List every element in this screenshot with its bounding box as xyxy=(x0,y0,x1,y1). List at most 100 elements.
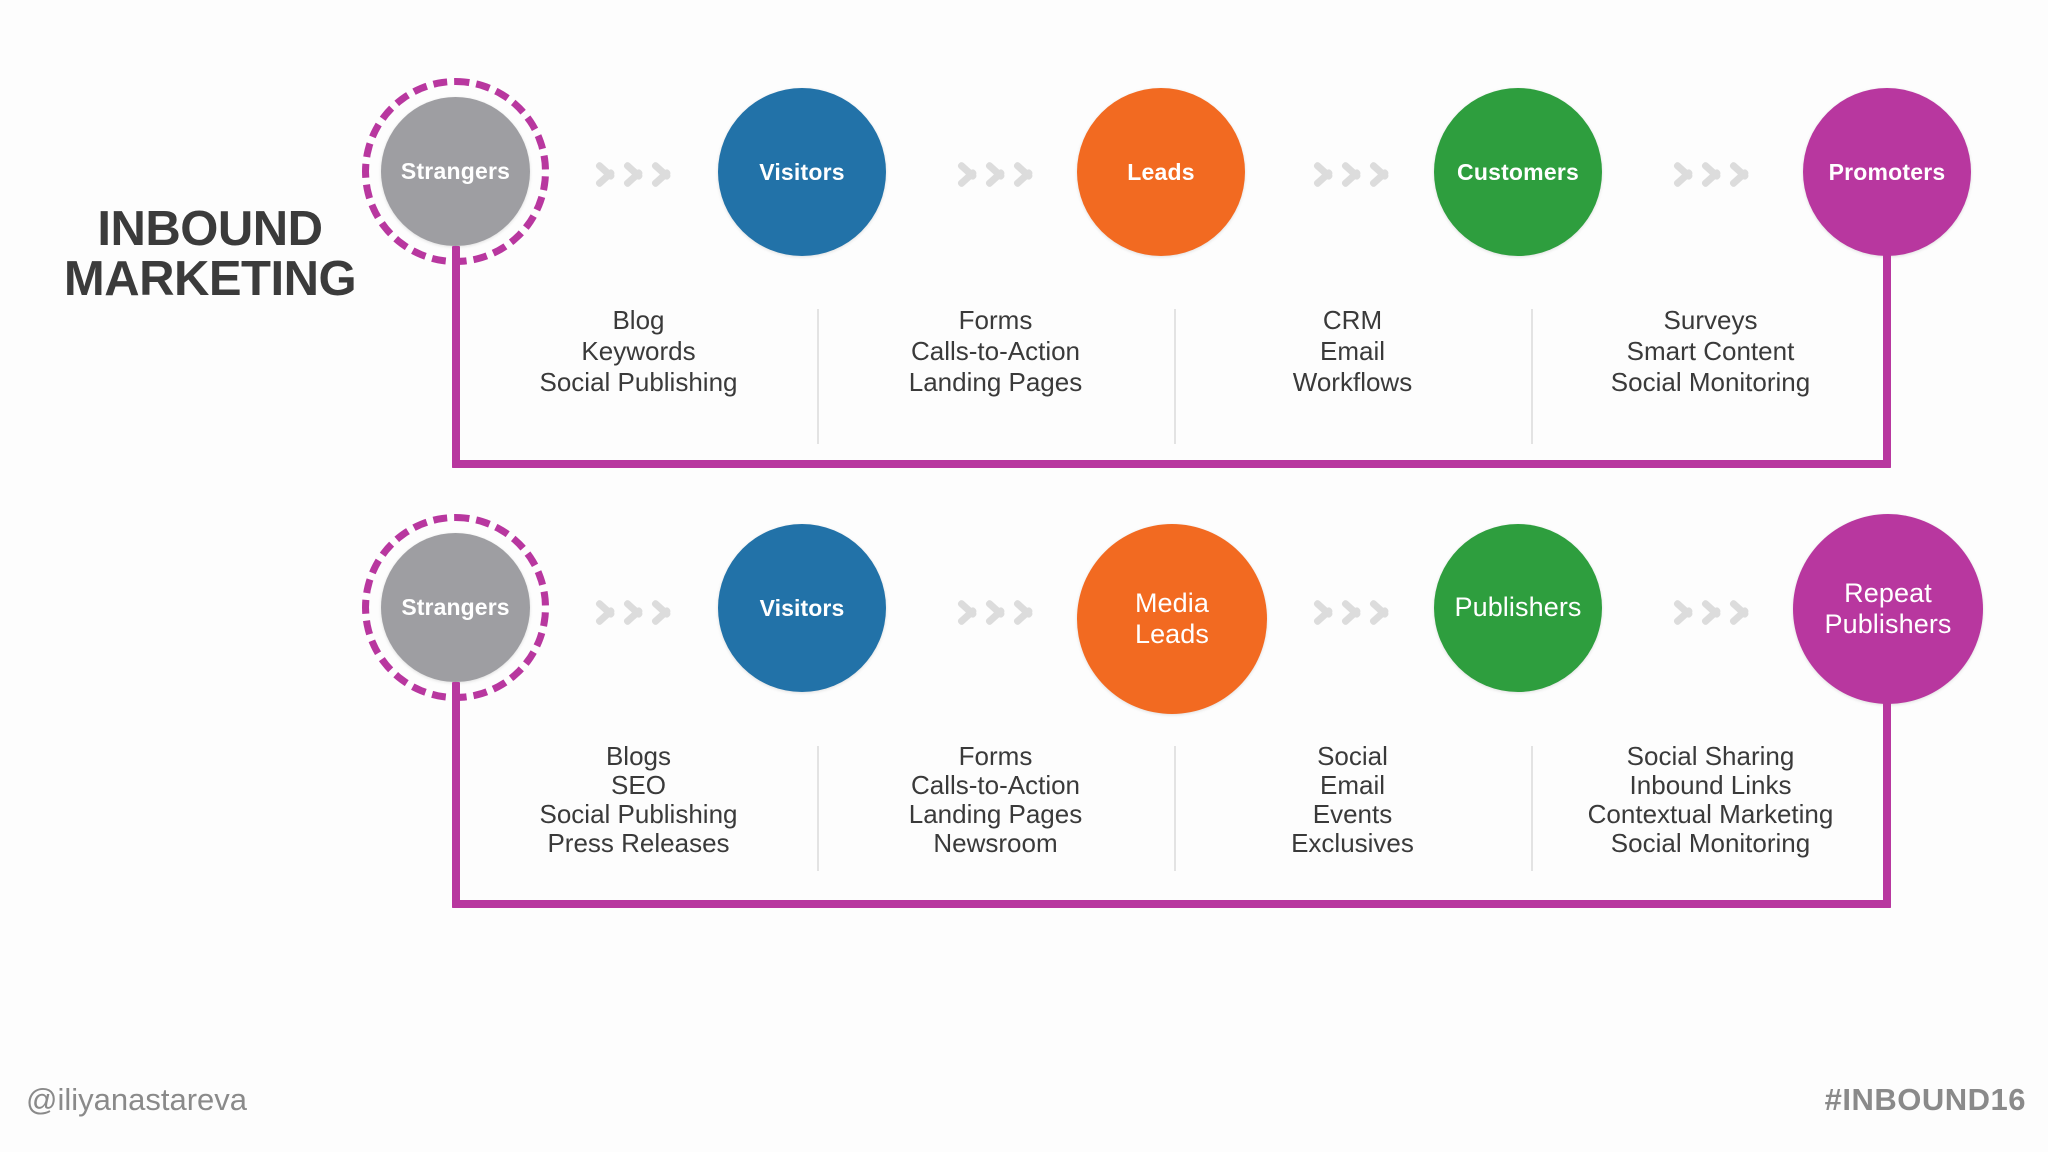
bracket-bottom-rail-row2 xyxy=(452,900,1891,908)
chevron-right-icon xyxy=(983,150,1009,194)
tactic-item: Smart Content xyxy=(1626,336,1795,366)
chevron-right-icon xyxy=(1727,150,1753,194)
stage-label: Publishers xyxy=(1454,592,1582,623)
tactic-item: Forms xyxy=(958,741,1033,771)
chevron-right-icon xyxy=(1671,150,1697,194)
column-divider xyxy=(1174,309,1176,444)
tactic-item: Blogs xyxy=(605,741,672,771)
tactic-item: Landing Pages xyxy=(908,367,1083,397)
chevron-group-3-row1 xyxy=(1311,150,1393,194)
tactic-item: Events xyxy=(1312,799,1393,829)
stage-node-promoters-row1[interactable]: Promoters xyxy=(1803,88,1971,256)
stage-label: Customers xyxy=(1457,158,1579,185)
tactic-item: SEO xyxy=(611,770,666,800)
chevron-group-4-row2 xyxy=(1671,588,1753,632)
tactic-item: Contextual Marketing xyxy=(1587,799,1834,829)
chevron-right-icon xyxy=(1699,588,1725,632)
tactic-item: Press Releases xyxy=(547,828,730,858)
column-divider xyxy=(817,746,819,871)
tactic-item: Social Monitoring xyxy=(1610,828,1811,858)
tactic-item: CRM xyxy=(1322,305,1383,335)
chevron-right-icon xyxy=(1367,588,1393,632)
stage-node-media-leads-row2[interactable]: Media Leads xyxy=(1077,524,1267,714)
column-divider xyxy=(1531,746,1533,871)
stage-label: Visitors xyxy=(759,594,845,621)
chevron-group-1-row2 xyxy=(593,588,675,632)
stage-node-publishers-row2[interactable]: Publishers xyxy=(1434,524,1602,692)
stage-node-visitors-row1[interactable]: Visitors xyxy=(718,88,886,256)
chevron-right-icon xyxy=(1367,150,1393,194)
chevron-right-icon xyxy=(1011,588,1037,632)
tactic-column: CRM Email Workflows xyxy=(1174,305,1531,444)
tactic-column: Forms Calls-to-Action Landing Pages News… xyxy=(817,741,1174,871)
bracket-bottom-rail-row1 xyxy=(452,460,1891,468)
stage-label: Strangers xyxy=(401,594,510,621)
column-divider xyxy=(1531,309,1533,444)
tactic-item: Keywords xyxy=(581,336,696,366)
stage-label: Leads xyxy=(1127,158,1195,185)
tactic-column: Surveys Smart Content Social Monitoring xyxy=(1531,305,1890,444)
footer-twitter-handle: @iliyanastareva xyxy=(26,1082,248,1117)
stage-node-customers-row1[interactable]: Customers xyxy=(1434,88,1602,256)
chevron-right-icon xyxy=(1311,588,1337,632)
tactic-item: Inbound Links xyxy=(1629,770,1792,800)
footer-hashtag: #INBOUND16 xyxy=(1824,1082,2026,1117)
tactic-item: Calls-to-Action xyxy=(910,770,1081,800)
chevron-right-icon xyxy=(983,588,1009,632)
stage-node-repeat-publishers-row2[interactable]: Repeat Publishers xyxy=(1793,514,1983,704)
tactic-column: Social Email Events Exclusives xyxy=(1174,741,1531,871)
tactic-item: Exclusives xyxy=(1291,828,1414,858)
tactic-item: Email xyxy=(1319,336,1385,366)
chevron-right-icon xyxy=(1339,588,1365,632)
tactic-item: Email xyxy=(1319,770,1385,800)
chevron-right-icon xyxy=(1699,150,1725,194)
tactics-row1: Blog Keywords Social Publishing Forms Ca… xyxy=(460,305,1890,444)
stage-label: Visitors xyxy=(759,158,845,185)
stage-node-leads-row1[interactable]: Leads xyxy=(1077,88,1245,256)
chevron-right-icon xyxy=(1339,150,1365,194)
chevron-right-icon xyxy=(649,150,675,194)
tactic-item: Social Publishing xyxy=(539,367,738,397)
stage-node-strangers-row1[interactable]: Strangers xyxy=(381,97,530,246)
stage-label: Strangers xyxy=(400,158,511,185)
column-divider xyxy=(817,309,819,444)
chevron-group-4-row1 xyxy=(1671,150,1753,194)
chevron-right-icon xyxy=(955,150,981,194)
chevron-right-icon xyxy=(593,150,619,194)
tactic-item: Landing Pages xyxy=(908,799,1083,829)
tactic-item: Social Sharing xyxy=(1626,741,1795,771)
tactic-item: Social xyxy=(1317,741,1388,771)
tactic-column: Social Sharing Inbound Links Contextual … xyxy=(1531,741,1890,871)
stage-label: Repeat Publishers xyxy=(1824,577,1952,639)
chevron-group-3-row2 xyxy=(1311,588,1393,632)
tactic-item: Newsroom xyxy=(933,828,1058,858)
chevron-right-icon xyxy=(1727,588,1753,632)
column-divider xyxy=(1174,746,1176,871)
chevron-right-icon xyxy=(1671,588,1697,632)
tactic-item: Forms xyxy=(958,305,1033,335)
chevron-group-1-row1 xyxy=(593,150,675,194)
row-inbound-marketing: INBOUND MARKETING Strangers Visitors Lea… xyxy=(0,0,2048,520)
tactic-item: Social Monitoring xyxy=(1610,367,1811,397)
chevron-group-2-row1 xyxy=(955,150,1037,194)
stage-node-visitors-row2[interactable]: Visitors xyxy=(718,524,886,692)
chevron-right-icon xyxy=(1311,150,1337,194)
tactics-row2: Blogs SEO Social Publishing Press Releas… xyxy=(460,741,1890,871)
row-title-inbound-marketing: INBOUND MARKETING xyxy=(63,202,357,306)
tactic-item: Surveys xyxy=(1663,305,1758,335)
stage-label: Media Leads xyxy=(1134,587,1210,649)
tactic-column: Blogs SEO Social Publishing Press Releas… xyxy=(460,742,817,858)
tactic-item: Calls-to-Action xyxy=(910,336,1081,366)
chevron-right-icon xyxy=(621,588,647,632)
chevron-right-icon xyxy=(955,588,981,632)
stage-node-strangers-row2[interactable]: Strangers xyxy=(381,533,530,682)
tactic-column: Forms Calls-to-Action Landing Pages xyxy=(817,305,1174,444)
tactic-column: Blog Keywords Social Publishing xyxy=(460,305,817,398)
chevron-right-icon xyxy=(649,588,675,632)
chevron-right-icon xyxy=(621,150,647,194)
bracket-right-rail-row1 xyxy=(1883,253,1891,468)
bracket-left-rail-row1 xyxy=(452,246,460,468)
row-inbound-pr: INBOUND PR Strangers Visitors Media Lead… xyxy=(0,514,2048,1060)
bracket-left-rail-row2 xyxy=(452,682,460,908)
